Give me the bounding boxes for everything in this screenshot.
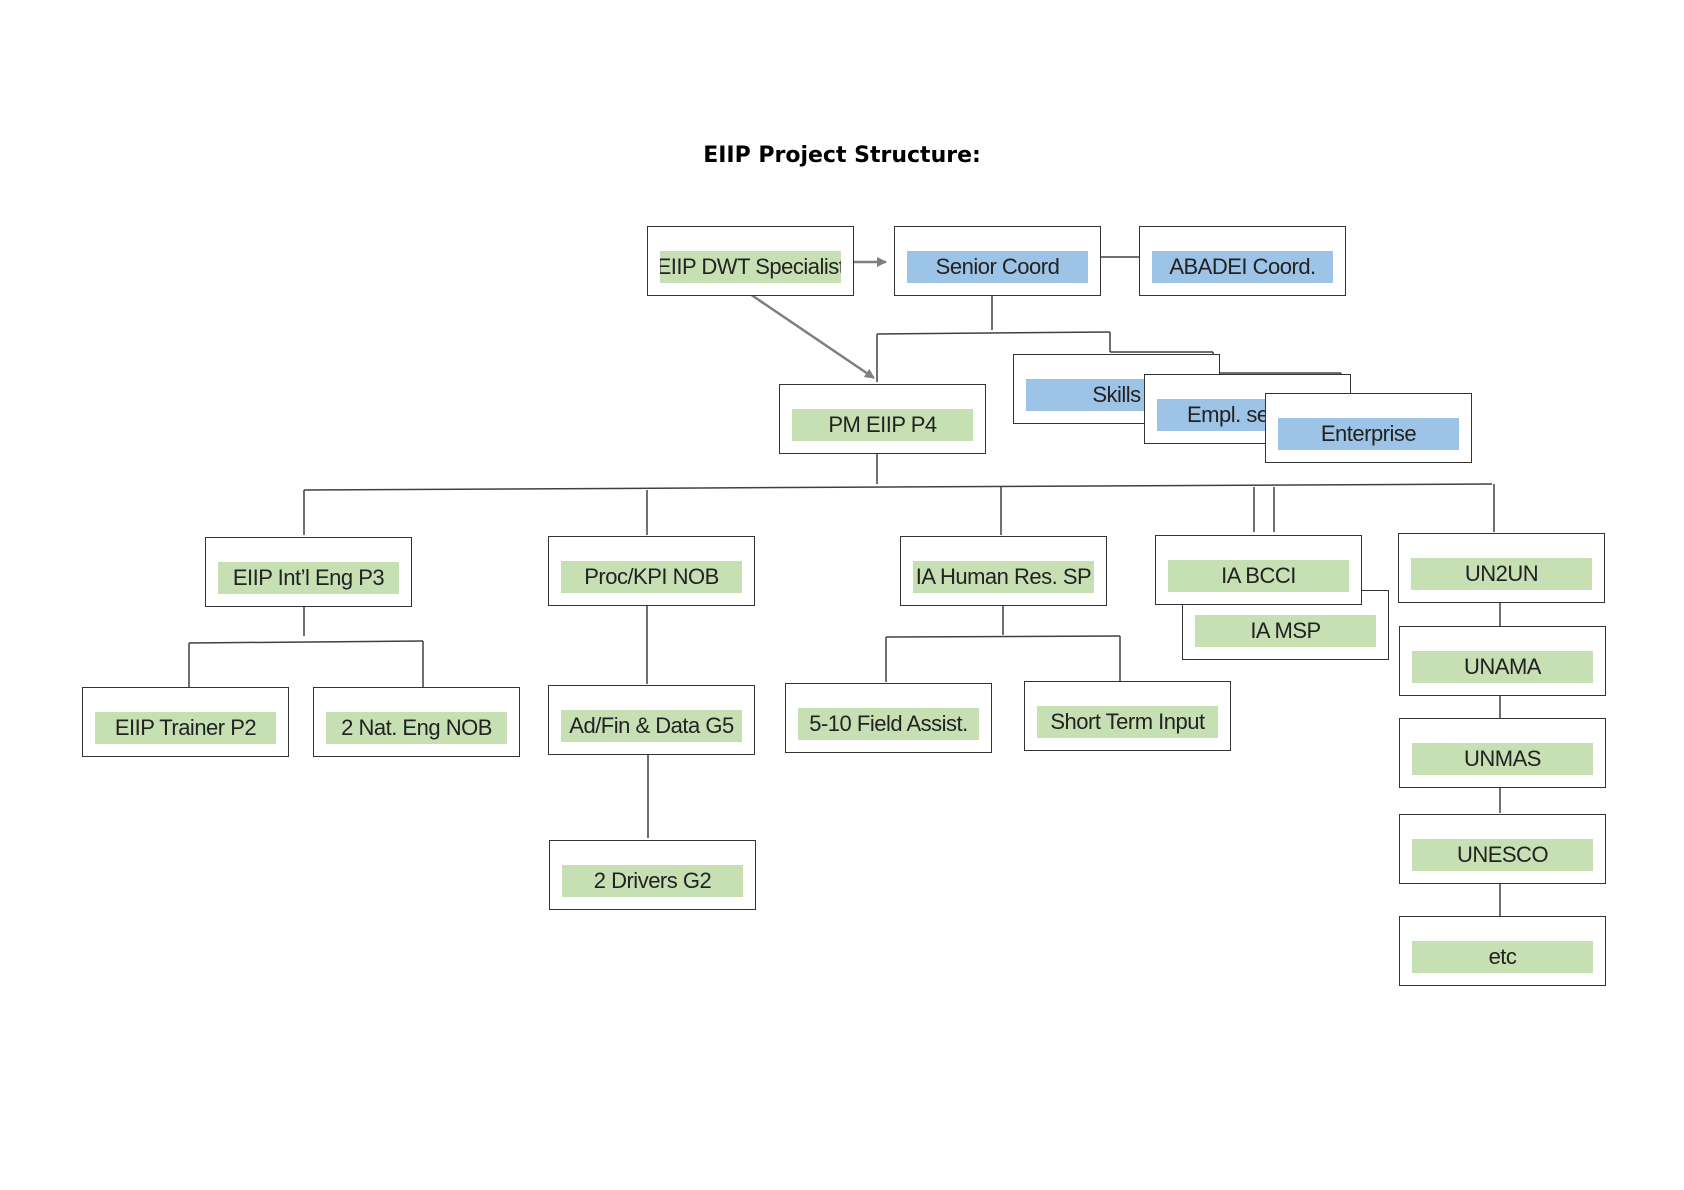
- node-ia-msp-label: IA MSP: [1195, 615, 1376, 647]
- node-unama-label: UNAMA: [1412, 651, 1593, 683]
- node-un2un: UN2UN: [1398, 533, 1605, 603]
- node-unesco: UNESCO: [1399, 814, 1606, 884]
- connector-main-bar: [303, 483, 1493, 491]
- node-unmas: UNMAS: [1399, 718, 1606, 788]
- node-proc-kpi: Proc/KPI NOB: [548, 536, 755, 606]
- node-unesco-label: UNESCO: [1412, 839, 1593, 871]
- node-senior-coord: Senior Coord: [894, 226, 1101, 296]
- node-field-assist: 5-10 Field Assist.: [785, 683, 992, 753]
- connector-intl-branch: [188, 640, 424, 644]
- node-ia-bcci: IA BCCI: [1155, 535, 1362, 605]
- node-etc: etc: [1399, 916, 1606, 986]
- node-nat-eng: 2 Nat. Eng NOB: [313, 687, 520, 757]
- node-adfin-label: Ad/Fin & Data G5: [561, 710, 742, 742]
- node-proc-kpi-label: Proc/KPI NOB: [561, 561, 742, 593]
- arrow-dwt-pm: [749, 292, 875, 380]
- node-dwt-specialist: EIIP DWT Specialist: [647, 226, 854, 296]
- node-un2un-label: UN2UN: [1411, 558, 1592, 590]
- node-ia-human-res-label: IA Human Res. SP: [913, 561, 1094, 593]
- node-field-assist-label: 5-10 Field Assist.: [798, 708, 979, 740]
- node-abadei-coord-label: ABADEI Coord.: [1152, 251, 1333, 283]
- node-senior-coord-label: Senior Coord: [907, 251, 1088, 283]
- diagram-title: EIIP Project Structure:: [703, 143, 981, 168]
- node-pm-eiip: PM EIIP P4: [779, 384, 986, 454]
- node-enterprise: Enterprise: [1265, 393, 1472, 463]
- node-intl-eng: EIIP Int’l Eng P3: [205, 537, 412, 607]
- node-pm-eiip-label: PM EIIP P4: [792, 409, 973, 441]
- node-drivers-label: 2 Drivers G2: [562, 865, 743, 897]
- node-drivers: 2 Drivers G2: [549, 840, 756, 910]
- node-abadei-coord: ABADEI Coord.: [1139, 226, 1346, 296]
- node-nat-eng-label: 2 Nat. Eng NOB: [326, 712, 507, 744]
- node-dwt-specialist-label: EIIP DWT Specialist: [660, 251, 841, 283]
- node-etc-label: etc: [1412, 941, 1593, 973]
- node-adfin: Ad/Fin & Data G5: [548, 685, 755, 755]
- connector-hr-branch: [885, 635, 1121, 638]
- node-trainer: EIIP Trainer P2: [82, 687, 289, 757]
- node-ia-bcci-label: IA BCCI: [1168, 560, 1349, 592]
- node-ia-human-res: IA Human Res. SP: [900, 536, 1107, 606]
- node-enterprise-label: Enterprise: [1278, 418, 1459, 450]
- node-short-term: Short Term Input: [1024, 681, 1231, 751]
- connector-senior-branch: [876, 331, 1111, 335]
- node-trainer-label: EIIP Trainer P2: [95, 712, 276, 744]
- node-unmas-label: UNMAS: [1412, 743, 1593, 775]
- node-unama: UNAMA: [1399, 626, 1606, 696]
- node-short-term-label: Short Term Input: [1037, 706, 1218, 738]
- node-intl-eng-label: EIIP Int’l Eng P3: [218, 562, 399, 594]
